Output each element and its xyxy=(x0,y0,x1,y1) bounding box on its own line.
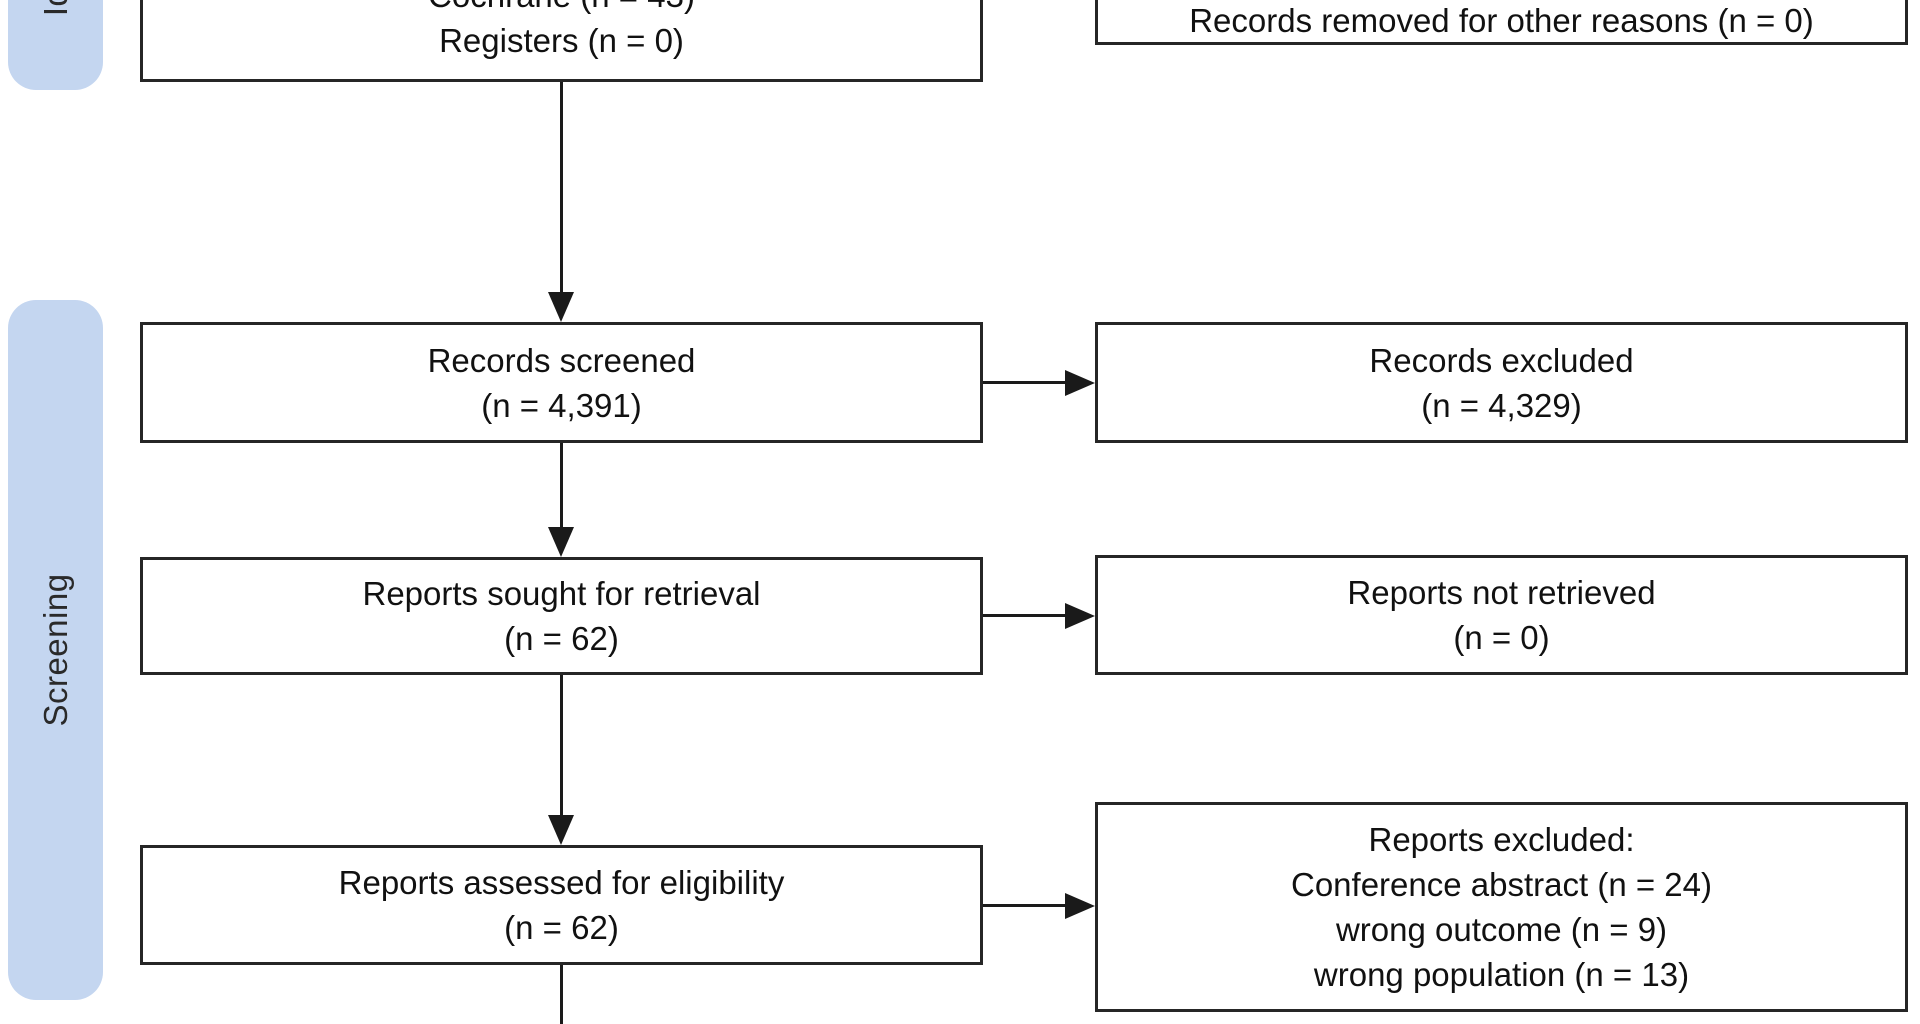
flow-box-records-removed-other: Records removed for other reasons (n = 0… xyxy=(1095,0,1908,45)
reports-assessed-line-2: (n = 62) xyxy=(504,909,619,946)
flow-box-reports-assessed: Reports assessed for eligibility (n = 62… xyxy=(140,845,983,965)
arrowhead-down-icon xyxy=(548,292,574,322)
arrow-screened-to-excluded xyxy=(983,381,1069,384)
identification-stage-label: Identification xyxy=(37,0,75,16)
identification-sources-line-2: Registers (n = 0) xyxy=(439,22,684,59)
reports-excluded-line-2: Conference abstract (n = 24) xyxy=(1291,866,1712,903)
reports-sought-line-2: (n = 62) xyxy=(504,620,619,657)
arrow-assessed-to-reports-excluded xyxy=(983,904,1069,907)
records-excluded-line-1: Records excluded xyxy=(1369,341,1634,379)
records-removed-other-line-1: Records removed for other reasons (n = 0… xyxy=(1189,2,1814,39)
records-screened-line-1: Records screened xyxy=(427,341,696,379)
flow-box-reports-not-retrieved: Reports not retrieved (n = 0) xyxy=(1095,555,1908,675)
reports-assessed-line-1: Reports assessed for eligibility xyxy=(338,864,785,901)
reports-excluded-line-1: Reports excluded: xyxy=(1368,821,1635,858)
arrowhead-right-icon xyxy=(1065,370,1095,396)
arrowhead-down-icon xyxy=(548,815,574,845)
arrowhead-right-icon xyxy=(1065,603,1095,629)
arrowhead-down-icon xyxy=(548,527,574,557)
flow-box-reports-excluded: Reports excluded: Conference abstract (n… xyxy=(1095,802,1908,1012)
arrow-sought-to-assessed xyxy=(560,675,563,819)
arrow-identification-to-screened xyxy=(560,82,563,296)
reports-excluded-line-4: wrong population (n = 13) xyxy=(1313,956,1690,993)
flow-box-reports-sought: Reports sought for retrieval (n = 62) xyxy=(140,557,983,675)
reports-sought-line-1: Reports sought for retrieval xyxy=(362,575,761,612)
reports-not-retrieved-line-1: Reports not retrieved xyxy=(1347,574,1656,611)
reports-excluded-line-3: wrong outcome (n = 9) xyxy=(1335,911,1668,948)
identification-stage-band: Identification xyxy=(8,0,103,90)
arrow-assessed-to-included xyxy=(560,965,563,1024)
flow-box-identification-sources: Cochrane (n = 43) Registers (n = 0) xyxy=(140,0,983,82)
arrow-screened-to-sought xyxy=(560,443,563,531)
flow-box-records-screened: Records screened (n = 4,391) xyxy=(140,322,983,443)
arrow-sought-to-not-retrieved xyxy=(983,614,1069,617)
arrowhead-right-icon xyxy=(1065,893,1095,919)
screening-stage-band: Screening xyxy=(8,300,103,1000)
screening-stage-label: Screening xyxy=(36,573,74,727)
reports-not-retrieved-line-2: (n = 0) xyxy=(1453,619,1550,656)
records-screened-line-2: (n = 4,391) xyxy=(481,386,642,424)
records-excluded-line-2: (n = 4,329) xyxy=(1421,386,1582,424)
identification-sources-line-1: Cochrane (n = 43) xyxy=(143,0,980,18)
flow-box-records-excluded: Records excluded (n = 4,329) xyxy=(1095,322,1908,443)
